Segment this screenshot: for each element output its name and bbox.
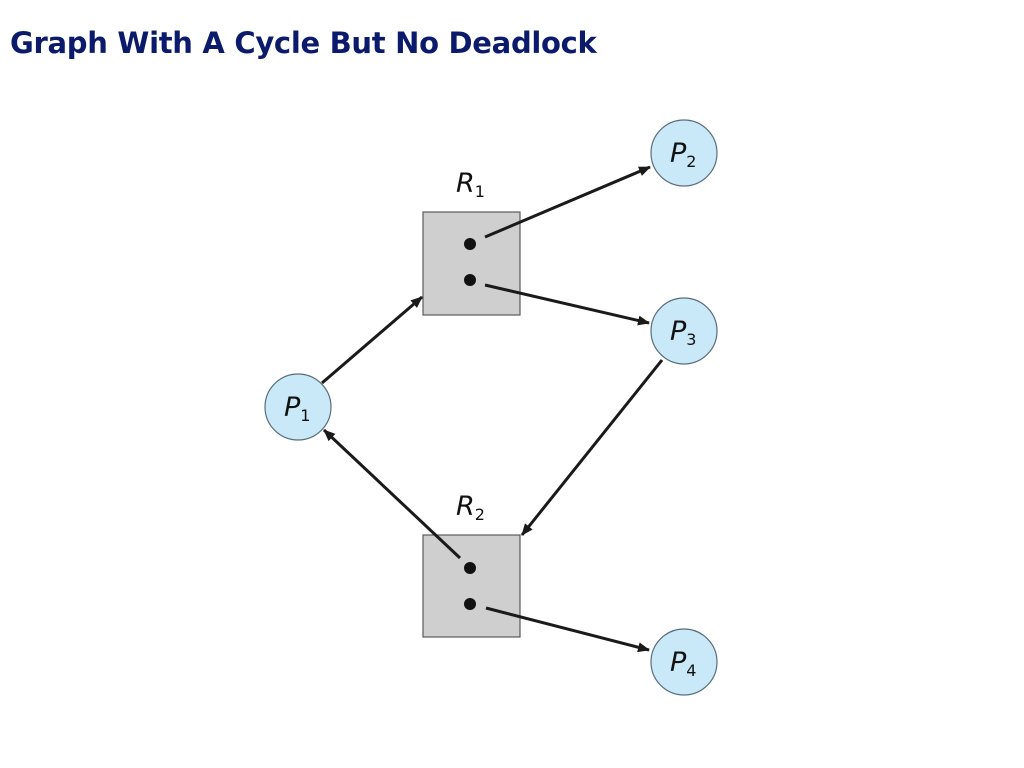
process-p2-label: P2 [670, 138, 696, 171]
edge-r2-to-p4 [485, 606, 650, 653]
edges [321, 165, 664, 653]
process-p1-label: P1 [284, 392, 310, 425]
resource-r2: R2 [422, 491, 521, 638]
resource-r1-instance [464, 274, 476, 286]
process-p2-node [650, 119, 718, 187]
edge-r1-to-p3 [484, 283, 650, 326]
process-p3: P3 [650, 297, 718, 365]
process-p4-label: P4 [670, 647, 696, 680]
resource-r1-instance [464, 238, 476, 250]
resource-r2-label: R2 [456, 491, 485, 524]
process-p4: P4 [650, 628, 718, 696]
edge-p3-to-r2 [520, 359, 664, 536]
process-p1: P1 [264, 373, 332, 441]
process-p4-node [650, 628, 718, 696]
process-p2: P2 [650, 119, 718, 187]
edge-r2-to-p1 [322, 428, 462, 560]
edge-p1-to-r1 [321, 295, 423, 385]
resource-r2-instance [464, 598, 476, 610]
resource-r1: R1 [422, 168, 521, 316]
resource-r1-label: R1 [456, 168, 485, 201]
process-p3-node [650, 297, 718, 365]
process-p1-node [264, 373, 332, 441]
resource-r2-box [422, 534, 521, 638]
process-p3-label: P3 [670, 316, 696, 349]
edge-r1-to-p2 [484, 165, 651, 239]
resource-r2-instance [464, 562, 476, 574]
slide-title: Graph With A Cycle But No Deadlock [10, 26, 597, 60]
